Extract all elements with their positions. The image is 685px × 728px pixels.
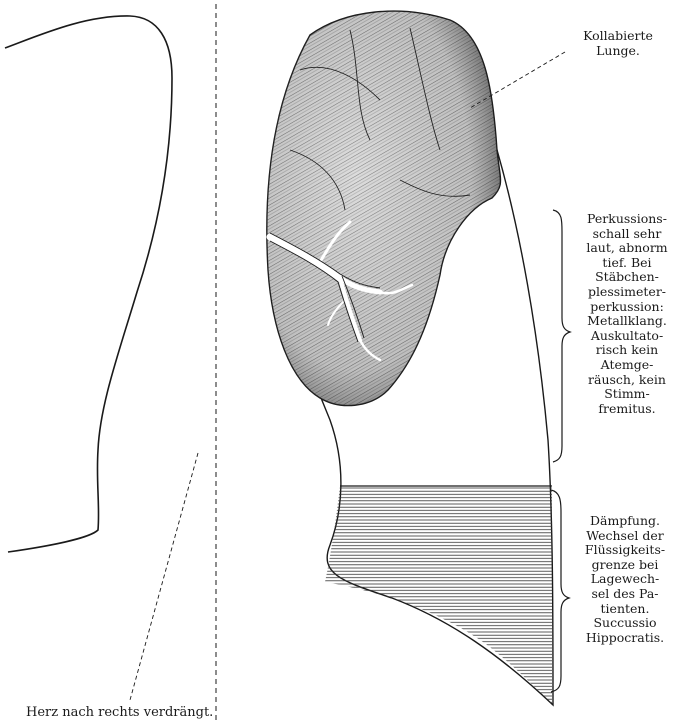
label-percussion-findings: Perkussions- schall sehr laut, abnorm ti… [569, 212, 685, 416]
label-line: Wechsel der [567, 529, 683, 544]
label-line: perkussion: [569, 300, 685, 315]
fluid-layer [300, 484, 560, 714]
label-collapsed-lung-line: Kollabierte [563, 29, 673, 44]
label-line: tienten. [567, 602, 683, 617]
label-line: Dämpfung. [567, 514, 683, 529]
label-line: tief. Bei [569, 256, 685, 271]
label-line: risch kein [569, 343, 685, 358]
label-line: sel des Pa- [567, 587, 683, 602]
label-heart-displaced: Herz nach rechts verdrängt. [26, 706, 286, 721]
label-line: fremitus. [569, 402, 685, 417]
label-line: Metallklang. [569, 314, 685, 329]
label-line: Flüssigkeits- [567, 543, 683, 558]
label-line: Stäbchen- [569, 270, 685, 285]
label-line: plessimeter- [569, 285, 685, 300]
label-line: Perkussions- [569, 212, 685, 227]
label-line: Hippocratis. [567, 631, 683, 646]
label-line: Auskultato- [569, 329, 685, 344]
label-collapsed-lung-line: Lunge. [563, 44, 673, 59]
label-collapsed-lung: Kollabierte Lunge. [563, 29, 673, 58]
left-outline [5, 16, 172, 552]
label-line: Atemge- [569, 358, 685, 373]
label-line: grenze bei [567, 558, 683, 573]
label-line: laut, abnorm [569, 241, 685, 256]
heart-pointer-line [130, 453, 198, 700]
label-line: Succussio [567, 616, 683, 631]
label-line: Stimm- [569, 387, 685, 402]
label-line: räusch, kein [569, 373, 685, 388]
bracket-upper-icon [553, 210, 570, 462]
label-line: Lagewech- [567, 572, 683, 587]
label-dullness-findings: Dämpfung. Wechsel der Flüssigkeits- gren… [567, 514, 683, 645]
label-line: schall sehr [569, 227, 685, 242]
